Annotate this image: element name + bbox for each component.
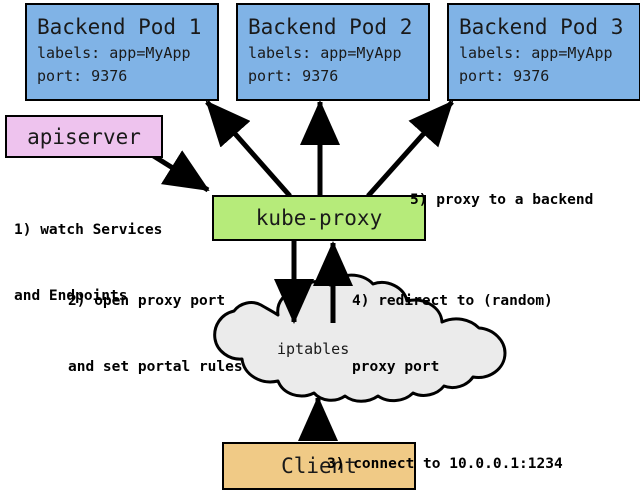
step-1-line-2: and Endpoints	[14, 288, 128, 304]
backend-pod-2-labels: labels: app=MyApp	[248, 44, 402, 62]
step-4-line-1: 4) redirect to (random)	[352, 293, 553, 309]
backend-pod-1[interactable]: Backend Pod 1 labels: app=MyApp port: 93…	[25, 3, 219, 101]
apiserver-label: apiserver	[27, 124, 141, 149]
backend-pod-3[interactable]: Backend Pod 3 labels: app=MyApp port: 93…	[447, 3, 640, 101]
step-2-line-2: and set portal rules	[68, 359, 243, 375]
step-3-line-1: 3) connect to 10.0.0.1:1234	[327, 456, 563, 472]
step-3-annotation: 3) connect to 10.0.0.1:1234	[327, 409, 563, 494]
backend-pod-2-title: Backend Pod 2	[248, 15, 413, 39]
step-1-line-1: 1) watch Services	[14, 222, 163, 238]
backend-pod-2[interactable]: Backend Pod 2 labels: app=MyApp port: 93…	[236, 3, 430, 101]
step-2-line-1: 2) open proxy port	[68, 293, 226, 309]
iptables-label: iptables	[277, 340, 350, 358]
kube-proxy-label: kube-proxy	[255, 206, 383, 230]
step-5-annotation: 5) proxy to a backend	[410, 145, 593, 255]
backend-pod-3-port: port: 9376	[459, 67, 550, 85]
backend-pod-3-title: Backend Pod 3	[459, 15, 624, 39]
step-5-line-1: 5) proxy to a backend	[410, 192, 594, 208]
backend-pod-1-labels: labels: app=MyApp	[37, 44, 191, 62]
step-2-annotation: 2) open proxy port and set portal rules	[68, 246, 243, 422]
step-1-annotation: 1) watch Services and Endpoints	[14, 175, 162, 351]
kube-proxy-node[interactable]: kube-proxy	[212, 195, 426, 241]
step-4-line-2: proxy port	[352, 359, 440, 375]
client-node[interactable]: Client	[222, 442, 416, 490]
step-4-annotation: 4) redirect to (random) proxy port	[352, 246, 553, 422]
backend-pod-2-port: port: 9376	[248, 67, 339, 85]
client-label: Client	[281, 454, 357, 478]
backend-pod-3-labels: labels: app=MyApp	[459, 44, 613, 62]
backend-pod-1-port: port: 9376	[37, 67, 128, 85]
apiserver-node[interactable]: apiserver	[5, 115, 163, 158]
backend-pod-1-title: Backend Pod 1	[37, 15, 202, 39]
